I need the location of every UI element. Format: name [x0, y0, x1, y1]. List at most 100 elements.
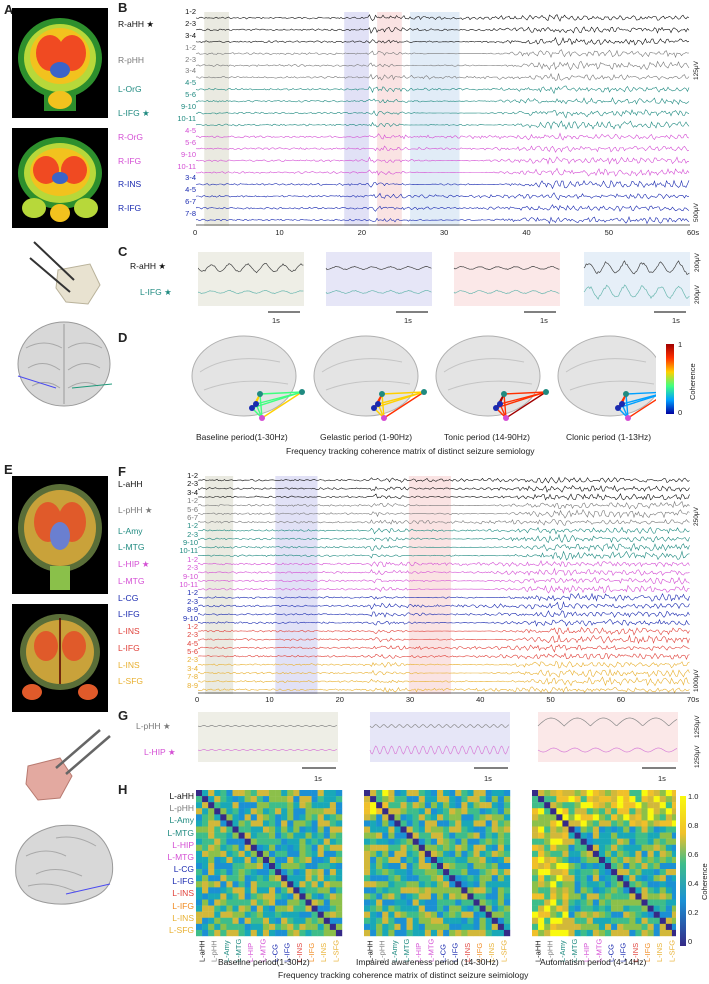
h-cell-1-0-14	[449, 790, 456, 797]
h-cell-1-14-20	[485, 875, 492, 882]
h-cell-1-7-13	[443, 832, 450, 839]
h-cell-1-20-18	[473, 911, 480, 918]
g-trace-2-1	[537, 747, 678, 753]
h-cell-0-4-23	[335, 814, 343, 821]
b-channel-6-0: 3-4	[185, 173, 196, 183]
c-trace-0-1	[198, 289, 304, 294]
h-cell-0-19-10	[256, 905, 264, 912]
b-channel-0-1: 2-3	[185, 18, 196, 28]
d-brain-1	[313, 335, 419, 417]
h-cell-1-0-4	[388, 790, 395, 797]
h-cell-2-17-1	[538, 893, 545, 900]
h-cell-2-12-22	[665, 863, 673, 870]
h-cell-1-17-5	[394, 893, 401, 900]
h-cell-0-17-15	[287, 893, 294, 900]
d-edge-1-0-1	[381, 391, 425, 395]
b-trace-15	[196, 192, 690, 201]
h-cell-2-17-10	[592, 893, 600, 900]
b-xtick-5: 50	[604, 228, 613, 237]
h-cell-1-13-12	[437, 869, 444, 876]
h-cell-1-4-23	[503, 814, 511, 821]
h-cell-2-0-7	[574, 790, 581, 797]
h-cell-2-18-17	[635, 899, 642, 906]
h-cell-1-21-3	[382, 917, 389, 925]
h-cell-2-0-8	[580, 790, 587, 797]
h-cell-2-10-16	[629, 850, 636, 858]
h-cell-0-17-12	[269, 893, 276, 900]
h-cell-2-3-19	[647, 808, 654, 815]
h-cell-2-6-15	[623, 826, 630, 833]
h-cell-2-22-4	[556, 923, 563, 931]
h-cell-2-0-15	[623, 790, 630, 797]
h-cell-1-10-11	[430, 850, 438, 858]
f-trace-7	[198, 533, 690, 544]
h-cell-1-10-5	[394, 850, 401, 858]
h-cell-2-2-15	[623, 802, 630, 809]
h-cell-0-13-21	[323, 869, 331, 876]
h-cell-1-23-6	[400, 929, 407, 937]
b-region-2: L-OrG	[118, 84, 142, 95]
h-collabel-1-11: L-SFG	[499, 940, 508, 962]
h-cell-2-12-8	[580, 863, 587, 870]
h-cell-2-23-22	[665, 929, 673, 937]
h-cell-0-21-22	[329, 917, 337, 925]
h-cell-2-5-11	[598, 820, 606, 827]
panel-f-scale-bottom: 1000μV	[693, 669, 700, 692]
h-cell-1-11-18	[473, 856, 480, 864]
h-cell-0-9-22	[329, 844, 337, 852]
h-cell-2-16-15	[623, 887, 630, 894]
h-cell-0-15-10	[256, 881, 264, 888]
h-cell-2-6-10	[592, 826, 600, 833]
f-channel-9-1: 5-6	[187, 647, 198, 657]
h-cell-2-6-19	[647, 826, 654, 833]
h-cell-1-0-18	[473, 790, 480, 797]
h-cell-0-22-12	[269, 923, 276, 931]
h-cell-2-13-13	[611, 869, 618, 876]
h-cell-2-10-9	[586, 850, 594, 858]
h-cell-0-22-4	[220, 923, 227, 931]
h-cell-0-9-14	[281, 844, 288, 852]
h-cell-0-0-19	[311, 790, 318, 797]
h-collabel-0-3: L-MTG	[234, 939, 243, 962]
h-cell-1-21-4	[388, 917, 395, 925]
h-cell-1-7-23	[503, 832, 511, 839]
d-edge-2-1-3	[505, 391, 547, 419]
h-cell-0-23-19	[311, 929, 318, 937]
h-cell-1-8-4	[388, 838, 395, 845]
h-cell-1-1-10	[424, 796, 432, 803]
h-cell-2-18-16	[629, 899, 636, 906]
h-cell-0-20-11	[262, 911, 270, 918]
h-cell-1-15-1	[370, 881, 377, 888]
h-cell-0-11-17	[299, 856, 306, 864]
h-cell-2-15-0	[532, 881, 539, 888]
h-cell-1-0-23	[503, 790, 511, 797]
h-cell-1-14-4	[388, 875, 395, 882]
h-cell-0-6-4	[220, 826, 227, 833]
h-cell-0-8-18	[305, 838, 312, 845]
f-xtick-0: 0	[195, 695, 200, 704]
h-cell-0-19-23	[335, 905, 343, 912]
h-cell-0-16-14	[281, 887, 288, 894]
h-cell-2-19-6	[568, 905, 575, 912]
h-cell-0-19-14	[281, 905, 288, 912]
h-cell-1-15-16	[461, 881, 468, 888]
h-cell-2-11-21	[659, 856, 667, 864]
h-cell-1-10-22	[497, 850, 505, 858]
h-cell-0-18-22	[329, 899, 337, 906]
h-cell-2-11-6	[568, 856, 575, 864]
h-cell-0-7-19	[311, 832, 318, 839]
h-cell-1-4-13	[443, 814, 450, 821]
h-cell-2-23-6	[568, 929, 575, 937]
h-cell-1-18-0	[364, 899, 371, 906]
h-cell-1-2-4	[388, 802, 395, 809]
h-rowlabel-9: L-IFG	[172, 900, 194, 911]
h-cell-2-23-14	[617, 929, 624, 937]
h-cell-2-14-23	[671, 875, 676, 882]
h-cell-1-16-18	[473, 887, 480, 894]
h-cell-0-21-6	[232, 917, 239, 925]
h-cell-0-10-14	[281, 850, 288, 858]
h-cell-2-8-4	[556, 838, 563, 845]
h-collabel-0-11: L-SFG	[331, 940, 340, 962]
h-cell-0-18-8	[244, 899, 251, 906]
